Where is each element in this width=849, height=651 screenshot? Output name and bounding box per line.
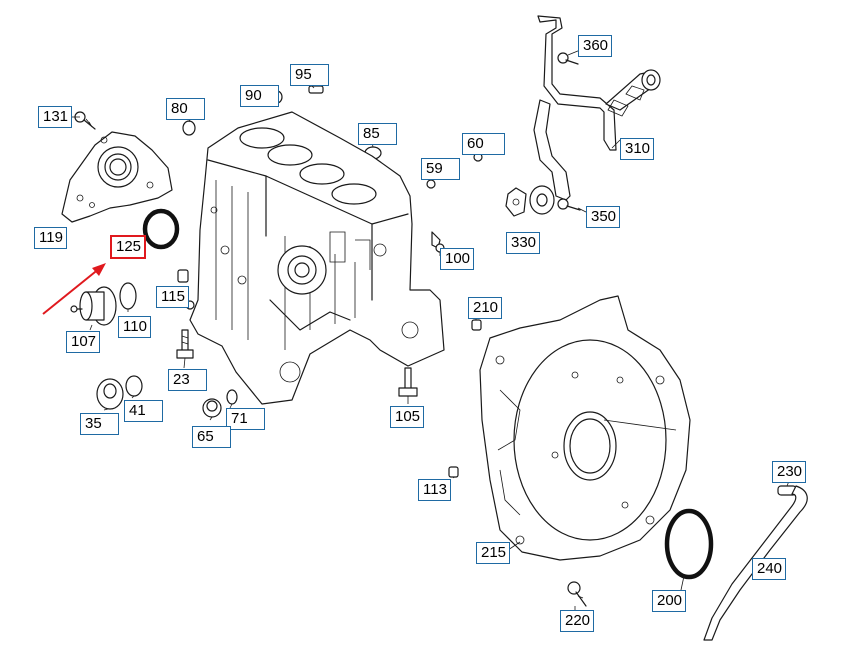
label-220[interactable]: 220 <box>560 610 595 632</box>
oring-110-drawing <box>119 282 137 310</box>
label-107[interactable]: 107 <box>66 331 101 353</box>
bolt-220-drawing <box>567 581 587 607</box>
bushing-107-drawing <box>70 286 117 326</box>
bolt-105-drawing <box>398 367 418 397</box>
label-215[interactable]: 215 <box>476 542 511 564</box>
engine-block-drawing <box>189 111 445 405</box>
label-90[interactable]: 90 <box>240 85 279 107</box>
bolt-23-drawing <box>176 329 194 359</box>
label-100[interactable]: 100 <box>440 248 475 270</box>
cap-35-drawing <box>96 375 143 410</box>
label-119[interactable]: 119 <box>34 227 67 249</box>
label-240[interactable]: 240 <box>752 558 787 580</box>
highlight-arrow <box>42 263 106 315</box>
label-110[interactable]: 110 <box>118 316 151 338</box>
label-360[interactable]: 360 <box>578 35 613 57</box>
label-113[interactable]: 113 <box>418 479 451 501</box>
label-23[interactable]: 23 <box>168 369 207 391</box>
label-60[interactable]: 60 <box>462 133 505 155</box>
cover-119-drawing <box>61 131 173 223</box>
adapter-plate-215-drawing <box>479 295 691 561</box>
label-59[interactable]: 59 <box>421 158 460 180</box>
label-210[interactable]: 210 <box>468 297 503 319</box>
label-131[interactable]: 131 <box>38 106 73 128</box>
label-95[interactable]: 95 <box>290 64 329 86</box>
pipe-assembly-drawing <box>505 15 661 217</box>
label-350[interactable]: 350 <box>586 206 621 228</box>
label-200[interactable]: 200 <box>652 590 687 612</box>
label-35[interactable]: 35 <box>80 413 119 435</box>
plug-65-drawing <box>202 389 238 418</box>
label-115[interactable]: 115 <box>156 286 189 308</box>
dowels-210-113-drawing <box>448 319 482 478</box>
label-80[interactable]: 80 <box>166 98 205 120</box>
label-230[interactable]: 230 <box>772 461 807 483</box>
label-105[interactable]: 105 <box>390 406 425 428</box>
bolt-131-drawing <box>74 111 96 130</box>
label-310[interactable]: 310 <box>620 138 655 160</box>
seal-125-drawing <box>142 208 180 250</box>
label-330[interactable]: 330 <box>506 232 541 254</box>
seal-200-drawing <box>664 508 714 580</box>
label-71[interactable]: 71 <box>226 408 265 430</box>
label-85[interactable]: 85 <box>358 123 397 145</box>
label-125[interactable]: 125 <box>110 235 147 259</box>
label-65[interactable]: 65 <box>192 426 231 448</box>
label-41[interactable]: 41 <box>124 400 163 422</box>
